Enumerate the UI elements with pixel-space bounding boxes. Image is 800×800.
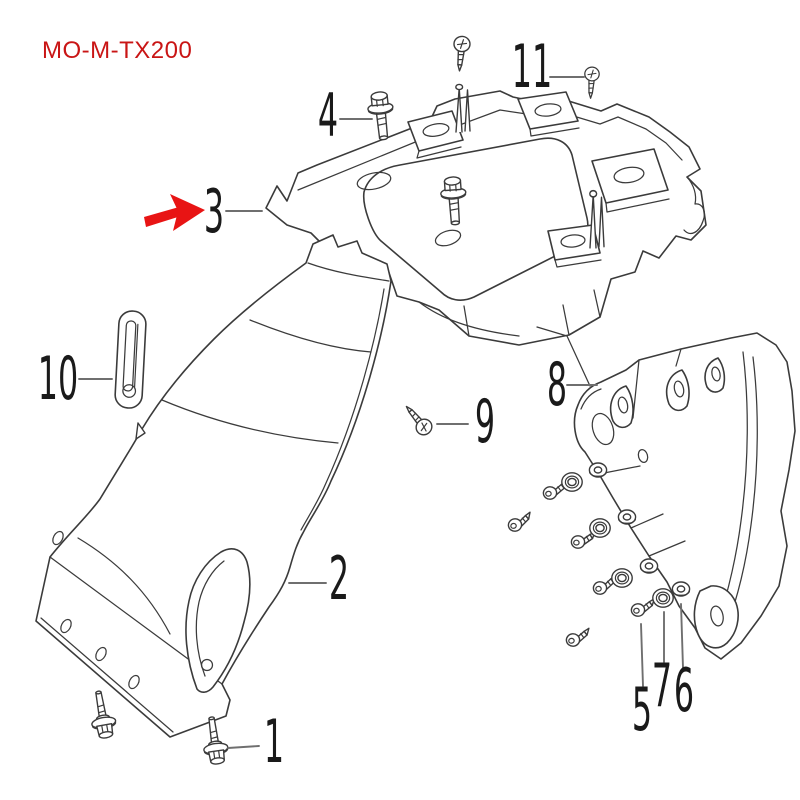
washer-icon [611, 568, 633, 588]
red-arrow-icon [144, 194, 205, 231]
callout-9: 9 [475, 387, 495, 457]
washer-icon [561, 472, 583, 492]
nut-icon [639, 558, 659, 574]
nut-icon-6 [671, 581, 691, 597]
strap-slot-line [133, 323, 139, 388]
tray-mount-plates [407, 91, 670, 268]
callouts: 1 2 3 4 5 6 7 8 9 10 11 [38, 32, 694, 777]
nut-icon [588, 462, 608, 478]
fender-center-panel [185, 548, 251, 693]
diagram-code-label: MO-M-TX200 [42, 37, 192, 64]
callout-8: 8 [547, 350, 567, 420]
callout-6: 6 [674, 656, 694, 726]
bracket-big-hole [591, 412, 615, 446]
washer-icon-7 [652, 588, 674, 608]
part-10-strap [114, 310, 147, 409]
callout-7: 7 [652, 651, 672, 721]
bracket-foot-hole [710, 605, 724, 627]
strap-slot [122, 320, 137, 392]
fender-flap-holes [52, 530, 140, 690]
tray-details [418, 176, 706, 387]
callout-10: 10 [38, 344, 78, 414]
callout-1: 1 [264, 707, 284, 777]
callout-5: 5 [632, 675, 652, 745]
callout-11: 11 [512, 32, 552, 102]
strap-hole [122, 384, 137, 398]
part-3-tray [265, 83, 707, 387]
part-2-fender [35, 234, 392, 738]
part-8-bracket [573, 332, 796, 660]
panel-hole [200, 658, 214, 672]
washer-icon [589, 518, 611, 538]
nut-icon [617, 509, 637, 525]
strap-outline [114, 310, 147, 409]
bracket-details [580, 348, 758, 649]
callout-3: 3 [204, 177, 224, 247]
callout-2: 2 [329, 544, 349, 614]
leader-lines [78, 76, 684, 749]
callout-4: 4 [318, 81, 338, 151]
